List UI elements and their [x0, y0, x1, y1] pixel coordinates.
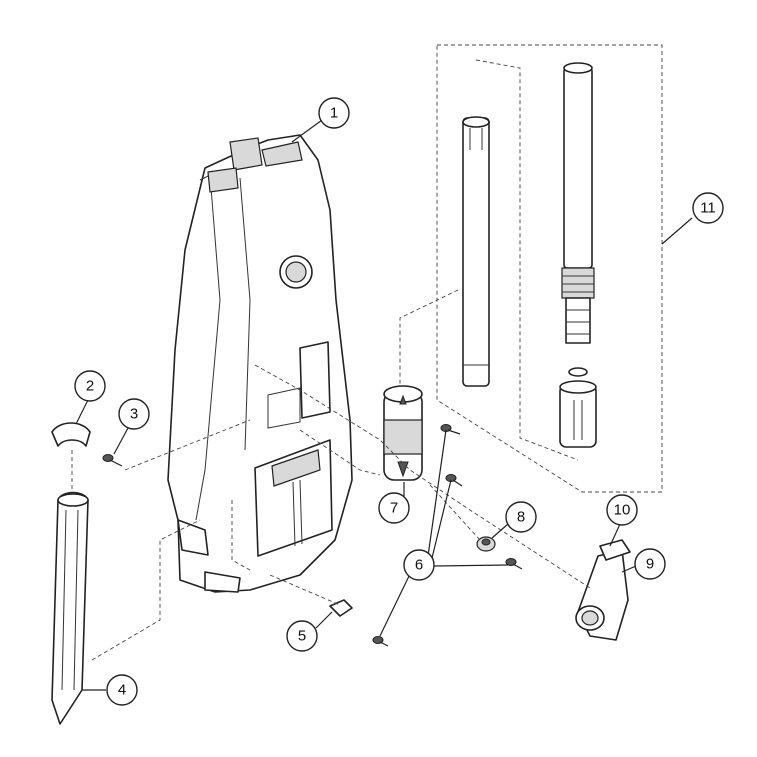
- callout-4-label: 4: [118, 682, 126, 699]
- callout-8: 8: [505, 501, 537, 533]
- callout-2-label: 2: [86, 378, 94, 395]
- callout-4: 4: [106, 674, 138, 706]
- part-1-handle-body: [167, 134, 353, 593]
- leader-lines: [75, 119, 693, 691]
- part-5-latch: [329, 599, 353, 617]
- kit-11-box: [436, 44, 663, 493]
- part-7-coupling: [383, 385, 423, 481]
- callout-7: 7: [378, 492, 410, 524]
- part-6-screw-a: [440, 424, 461, 435]
- part-6-screw-b: [445, 474, 463, 487]
- part-11-wand-left: [462, 116, 490, 387]
- kit-11-dashed-guides: [399, 59, 579, 461]
- callout-3-label: 3: [130, 406, 138, 423]
- part-11-wand-right: [559, 62, 597, 448]
- callout-5-label: 5: [298, 628, 306, 645]
- part-9-hose-adapter: [575, 539, 631, 641]
- callout-9-label: 9: [646, 556, 654, 573]
- part-3-screw: [102, 454, 123, 467]
- part-2-clip: [51, 422, 91, 447]
- callout-2: 2: [74, 370, 106, 402]
- callout-7-label: 7: [390, 500, 398, 517]
- part-8-knob: [476, 536, 496, 552]
- part-4-crevice-tool: [51, 491, 89, 725]
- callout-11: 11: [692, 192, 724, 224]
- callout-9: 9: [634, 548, 666, 580]
- callout-3: 3: [118, 398, 150, 430]
- callout-6: 6: [403, 549, 435, 581]
- callout-10-label: 10: [614, 502, 631, 519]
- part-6-screw-c: [505, 558, 523, 570]
- callout-11-label: 11: [700, 200, 716, 217]
- callout-10: 10: [606, 494, 638, 526]
- callout-1-label: 1: [330, 105, 338, 122]
- callout-5: 5: [286, 620, 318, 652]
- callout-1: 1: [318, 97, 350, 129]
- callout-6-label: 6: [415, 557, 423, 574]
- callout-8-label: 8: [517, 509, 525, 526]
- assembly-guides: [71, 364, 591, 661]
- part-6-screw-d: [372, 636, 389, 647]
